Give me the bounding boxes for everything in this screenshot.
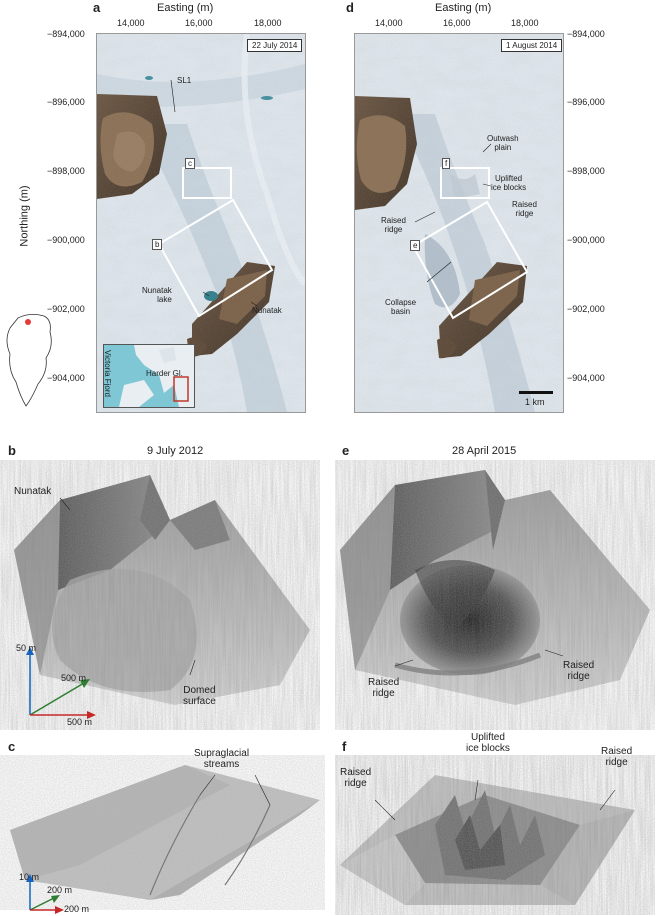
dem-3d-surface-b — [0, 460, 320, 730]
inset-map: Harder Gl. Victoria Fjord — [103, 344, 195, 408]
dem-3d-surface-e — [335, 460, 655, 730]
panel-letter-a: a — [93, 0, 101, 15]
inset-glacier-label: Harder Gl. — [146, 369, 183, 378]
date-label-e: 28 April 2015 — [452, 445, 517, 457]
box-b-outline — [157, 198, 274, 318]
x-arrow-icon — [87, 711, 96, 719]
date-label-d: 1 August 2014 — [501, 39, 563, 52]
northing-tick-left-2: −896,000 — [47, 97, 85, 107]
label-nunatak-a: Nunatak — [252, 306, 282, 315]
label-supraglacial-streams: Supraglacial streams — [194, 748, 250, 770]
panel-letter-d: d — [346, 0, 354, 15]
easting-tick-a-1: 14,000 — [117, 18, 145, 28]
date-label-a: 22 July 2014 — [247, 39, 303, 52]
northing-tick-left-6: −904,000 — [47, 373, 85, 383]
inset-red-box — [173, 376, 189, 402]
label-sl1: SL1 — [177, 76, 192, 85]
satellite-map-a: 22 July 2014 SL1 Nunatak lake Nunatak c … — [96, 33, 306, 413]
label-uplifted-ice-blocks-d: Uplifted ice blocks — [491, 174, 527, 192]
z-arrow-icon — [26, 647, 34, 655]
greenland-locator-map — [6, 314, 52, 407]
scale-y-label-b: 500 m — [61, 673, 87, 683]
northing-tick-right-5: −902,000 — [567, 304, 605, 314]
y-arrow-icon-c — [51, 895, 60, 903]
easting-tick-d-3: 18,000 — [511, 18, 539, 28]
scale-y-label-c: 200 m — [47, 885, 73, 895]
inset-fjord-label: Victoria Fjord — [103, 350, 112, 397]
scale-bar — [519, 391, 553, 394]
label-raised-ridge-left-d: Raised ridge — [381, 216, 406, 234]
dem-3d-surface-f — [335, 755, 655, 915]
x-arrow-icon-c — [55, 906, 64, 914]
easting-tick-a-3: 18,000 — [254, 18, 282, 28]
z-arrow-icon-c — [26, 874, 34, 882]
easting-tick-d-1: 14,000 — [375, 18, 403, 28]
label-raised-ridge-right-e: Raised ridge — [563, 660, 595, 682]
label-raised-ridge-left-e: Raised ridge — [368, 677, 400, 699]
panel-letter-c: c — [8, 739, 16, 754]
location-dot — [25, 319, 31, 325]
scale-axes-b — [26, 647, 96, 719]
northing-tick-right-1: −894,000 — [567, 29, 605, 39]
northing-tick-left-1: −894,000 — [47, 29, 85, 39]
easting-tick-a-2: 16,000 — [185, 18, 213, 28]
label-uplifted-ice-blocks-f: Uplifted ice blocks — [466, 732, 510, 754]
label-raised-ridge-right-d: Raised ridge — [512, 200, 537, 218]
scale-z-label-c: 10 m — [19, 872, 40, 882]
northing-axis-title: Northing (m) — [18, 185, 31, 247]
label-outwash-plain: Outwash plain — [487, 134, 519, 152]
label-box-f: f — [442, 158, 451, 169]
easting-axis-title-d: Easting (m) — [435, 2, 492, 14]
y-arrow-icon — [80, 679, 90, 688]
scale-axes-c — [26, 874, 64, 914]
easting-axis-title-a: Easting (m) — [157, 2, 214, 14]
box-c-outline — [182, 167, 232, 199]
panel-letter-e: e — [342, 443, 350, 458]
panel-letter-f: f — [342, 739, 347, 754]
northing-tick-right-6: −904,000 — [567, 373, 605, 383]
label-raised-ridge-left-f: Raised ridge — [340, 767, 372, 789]
scale-z-label-b: 50 m — [16, 643, 37, 653]
northing-tick-left-4: −900,000 — [47, 235, 85, 245]
northing-tick-right-3: −898,000 — [567, 166, 605, 176]
label-box-b: b — [152, 239, 163, 250]
dem-3d-surface-c — [0, 755, 325, 910]
date-label-b: 9 July 2012 — [147, 445, 204, 457]
label-nunatak-b: Nunatak — [14, 486, 52, 497]
scale-bar-label: 1 km — [525, 397, 545, 407]
label-domed-surface: Domed surface — [183, 685, 216, 707]
scale-x-label-c: 200 m — [64, 904, 90, 914]
label-raised-ridge-right-f: Raised ridge — [601, 746, 633, 768]
panel-letter-b: b — [8, 443, 16, 458]
easting-tick-d-2: 16,000 — [443, 18, 471, 28]
satellite-map-d: 1 August 2014 Outwash plain Uplifted ice… — [354, 33, 564, 413]
scale-x-label-b: 500 m — [67, 717, 93, 727]
northing-tick-left-5: −902,000 — [47, 304, 85, 314]
box-f-outline — [440, 167, 490, 199]
label-nunatak-lake: Nunatak lake — [142, 286, 172, 304]
box-e-outline — [411, 200, 529, 320]
label-box-e: e — [410, 240, 421, 251]
label-collapse-basin: Collapse basin — [385, 298, 417, 316]
northing-tick-right-2: −896,000 — [567, 97, 605, 107]
label-box-c: c — [185, 158, 195, 169]
northing-tick-right-4: −900,000 — [567, 235, 605, 245]
northing-tick-left-3: −898,000 — [47, 166, 85, 176]
